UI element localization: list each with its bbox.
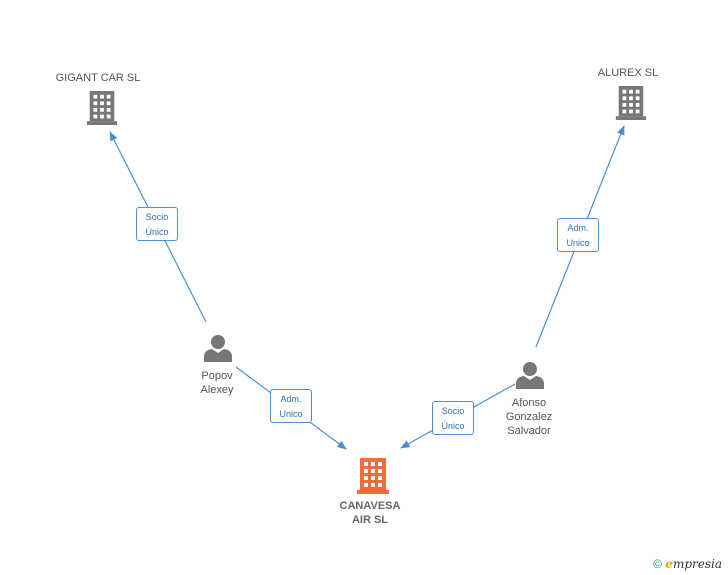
node-label-popov[interactable]: Popov Alexey	[200, 370, 234, 396]
edge-label-line: Unico	[566, 238, 590, 248]
edge-label-line: Adm.	[280, 394, 302, 404]
copyright-icon: ©	[653, 557, 662, 571]
footer-brand[interactable]: © empresia	[653, 557, 722, 571]
edge-label-line: Socio	[441, 406, 465, 416]
edge-label-afonso-canavesa: Socio Único	[432, 401, 474, 435]
edge-label-popov-canavesa: Adm. Unico	[270, 389, 312, 423]
edge-label-line: Único	[145, 227, 169, 237]
edge-label-popov-gigant: Socio Único	[136, 207, 178, 241]
node-label-afonso[interactable]: Afonso Gonzalez Salvador	[505, 397, 553, 437]
brand-logo: empresia	[665, 557, 722, 571]
edge-label-afonso-alurex: Adm. Unico	[557, 218, 599, 252]
edge-label-line: Adm.	[567, 223, 589, 233]
edge-label-line: Unico	[279, 409, 303, 419]
node-label-gigant[interactable]: GIGANT CAR SL	[55, 72, 141, 84]
popov-person-icon[interactable]	[204, 335, 232, 362]
afonso-person-icon[interactable]	[516, 362, 544, 389]
edge-label-line: Socio	[145, 212, 169, 222]
alurex-building-icon[interactable]	[615, 86, 647, 120]
gigant-building-icon[interactable]	[86, 91, 118, 125]
node-label-alurex[interactable]: ALUREX SL	[597, 67, 659, 79]
canavesa-building-icon[interactable]	[357, 458, 389, 494]
node-label-canavesa[interactable]: CANAVESA AIR SL	[339, 500, 401, 526]
edge-label-line: Único	[441, 421, 465, 431]
